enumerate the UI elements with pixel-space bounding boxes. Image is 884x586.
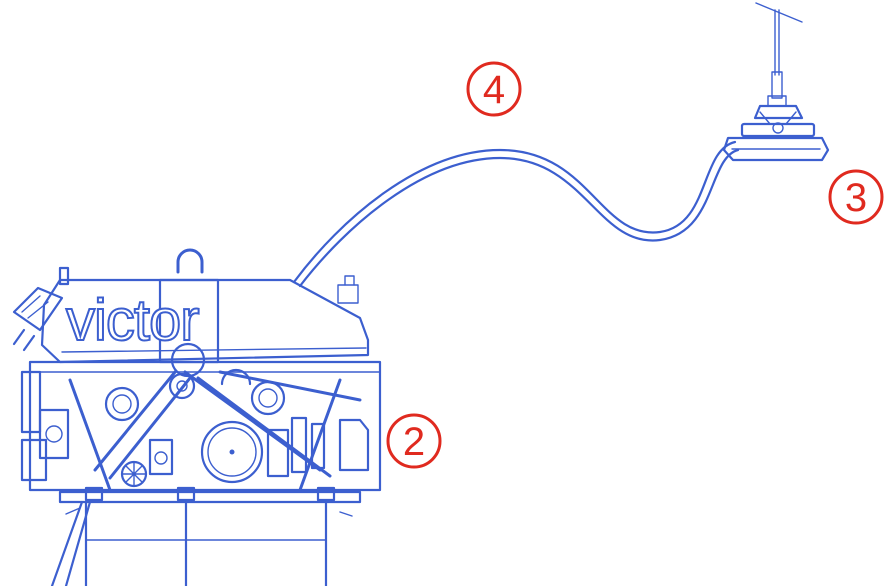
vehicle-brand-text: victor: [66, 288, 199, 353]
tether-cable: [292, 140, 740, 288]
rov-vehicle: victor: [12, 248, 382, 586]
label-tether-number: 4: [483, 68, 505, 112]
label-depressor: 3: [828, 169, 884, 225]
label-depressor-number: 3: [845, 176, 867, 220]
label-tether: 4: [466, 61, 522, 117]
label-vehicle: 2: [386, 413, 442, 469]
depressor-clump-weight: [722, 2, 830, 162]
label-vehicle-number: 2: [403, 420, 425, 464]
